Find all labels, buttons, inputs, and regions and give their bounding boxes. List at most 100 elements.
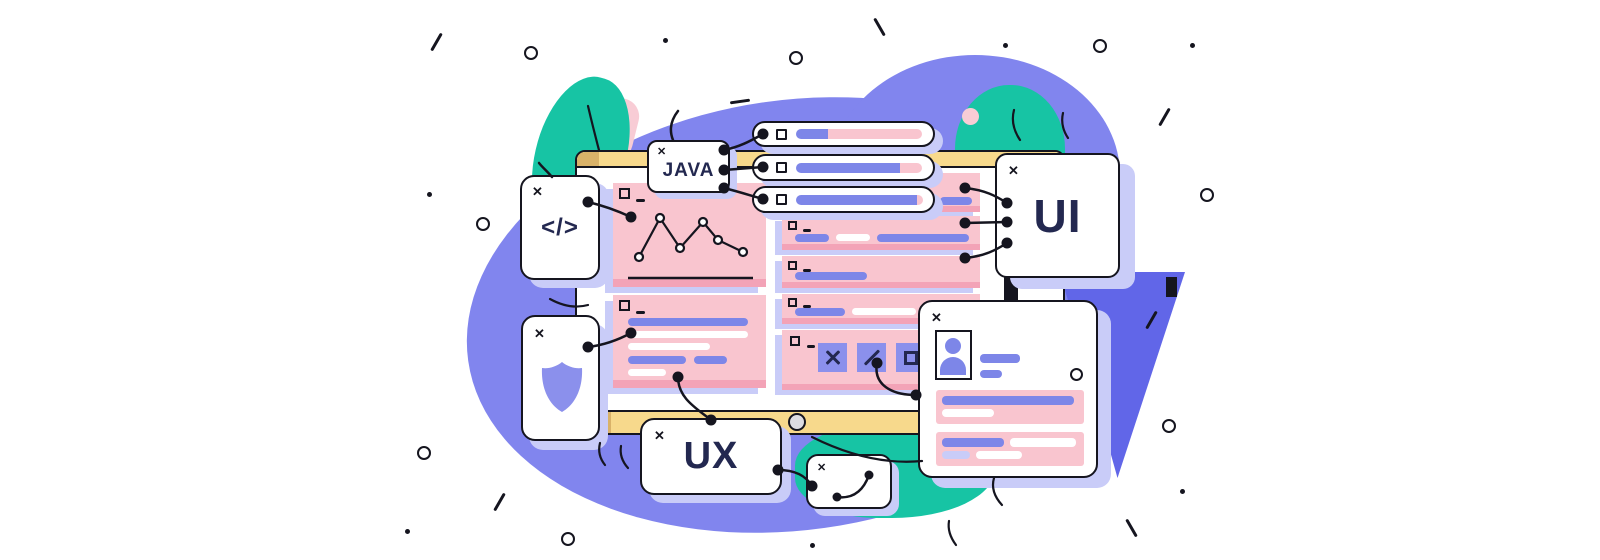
ux-tag-label: UX — [683, 435, 739, 477]
text-line-purple — [942, 396, 1074, 405]
checkbox-icon[interactable] — [788, 261, 797, 270]
deco-slash — [1125, 518, 1138, 538]
profile-pink-block-1 — [936, 390, 1084, 424]
deco-ring — [1200, 188, 1214, 202]
progress-fill — [796, 129, 828, 139]
text-line-purple — [694, 356, 727, 364]
shield-tag-card: ✕ — [521, 315, 600, 441]
ui-tag-label: UI — [1033, 189, 1082, 242]
progress-bar — [796, 194, 923, 205]
deco-dot — [1190, 43, 1195, 48]
deco-ring — [524, 46, 538, 60]
deco-slash — [430, 32, 443, 52]
content-row-1 — [782, 216, 980, 250]
close-icon[interactable]: ✕ — [534, 326, 545, 341]
profile-card: ✕ — [918, 300, 1098, 478]
code-tag-card: ✕ </> — [520, 175, 600, 280]
deco-ring — [561, 532, 575, 546]
text-line-white — [628, 331, 748, 338]
input-bar-1[interactable] — [752, 121, 935, 147]
profile-line-purple — [980, 354, 1020, 363]
close-icon[interactable]: ✕ — [1008, 163, 1019, 178]
text-line-white — [628, 343, 710, 350]
ui-tag-card: ✕ UI — [995, 153, 1120, 278]
ui-card-stem — [1004, 272, 1018, 304]
content-row-2 — [782, 256, 980, 288]
input-bar-3[interactable] — [752, 186, 935, 213]
checkbox-icon[interactable] — [776, 162, 787, 173]
text-line-purple — [940, 197, 972, 205]
checkbox-icon[interactable] — [788, 221, 797, 230]
avatar-body — [940, 357, 966, 375]
curve-tag-card: ✕ — [806, 454, 892, 509]
java-tag-label: JAVA — [662, 159, 715, 181]
progress-rest — [900, 162, 922, 173]
text-line-lavender — [942, 451, 970, 459]
text-line-purple — [628, 318, 748, 326]
profile-line-purple — [980, 370, 1002, 378]
progress-rest — [917, 194, 923, 205]
avatar-frame — [935, 330, 972, 380]
square-glyph — [903, 350, 918, 365]
text-line-purple — [795, 308, 845, 316]
deco-dot — [405, 529, 410, 534]
progress-fill — [796, 194, 917, 205]
close-icon[interactable]: ✕ — [817, 462, 827, 474]
checkbox-icon[interactable] — [788, 298, 797, 307]
content-text-panel — [613, 295, 766, 388]
home-circle-button[interactable] — [788, 413, 806, 431]
deco-dot — [1180, 489, 1185, 494]
deco-ring — [476, 217, 490, 231]
window-titlebar-cap — [577, 152, 599, 166]
deco-ring — [789, 51, 803, 65]
text-line-purple — [795, 234, 829, 242]
profile-pink-block-2 — [936, 432, 1084, 466]
deco-dot — [1003, 43, 1008, 48]
pink-dot-top — [962, 108, 979, 125]
checkbox-icon[interactable] — [619, 300, 630, 311]
avatar-icon — [945, 338, 961, 354]
deco-dot — [427, 192, 432, 197]
close-icon[interactable]: ✕ — [654, 428, 665, 443]
deco-slash — [873, 17, 886, 37]
header-dash — [803, 305, 811, 308]
code-tag-label: </> — [541, 213, 579, 241]
header-dash — [636, 311, 645, 314]
ux-tag-card: ✕ UX — [640, 418, 782, 495]
header-dash — [803, 229, 811, 232]
close-icon[interactable]: ✕ — [931, 310, 942, 325]
curve-path-icon — [832, 470, 874, 502]
checkbox-icon[interactable] — [776, 128, 787, 140]
progress-bar — [796, 129, 922, 139]
text-line-white — [976, 451, 1022, 459]
deco-ring — [1093, 39, 1107, 53]
x-square-icon[interactable] — [818, 343, 847, 372]
profile-ring — [1070, 368, 1083, 381]
text-line-white — [942, 409, 994, 417]
deco-slash — [1158, 107, 1171, 127]
header-dash — [807, 345, 815, 348]
text-line-purple — [942, 438, 1004, 447]
close-icon[interactable]: ✕ — [532, 184, 543, 199]
checkbox-icon[interactable] — [776, 194, 787, 205]
shield-icon — [541, 362, 583, 412]
text-line-white — [1010, 438, 1076, 447]
deco-slash — [493, 492, 506, 512]
slash-square-icon[interactable] — [857, 343, 886, 372]
text-line-purple — [877, 234, 969, 242]
header-dash — [803, 269, 811, 272]
close-icon[interactable]: ✕ — [657, 146, 667, 158]
deco-ring — [417, 446, 431, 460]
header-dash — [636, 199, 645, 202]
deco-dot — [810, 543, 815, 548]
slash-bar — [863, 349, 880, 366]
deco-vertical-bar — [1166, 277, 1177, 297]
text-line-white — [852, 308, 916, 315]
checkbox-icon[interactable] — [790, 336, 800, 346]
checkbox-icon[interactable] — [619, 188, 630, 199]
text-line-white — [836, 234, 870, 241]
text-line-white — [628, 369, 666, 376]
text-line-purple — [795, 272, 867, 280]
input-bar-2[interactable] — [752, 154, 935, 181]
